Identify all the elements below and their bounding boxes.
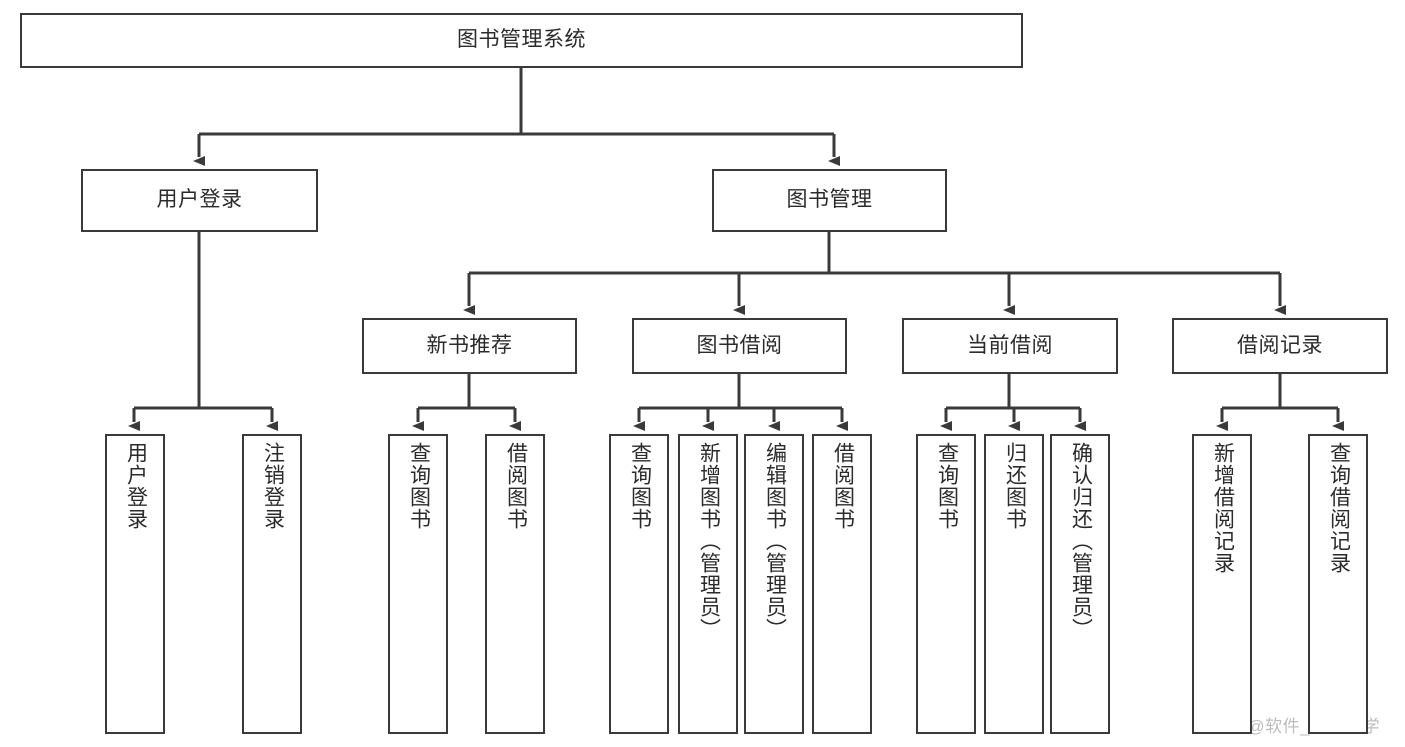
leaf-edit-book-admin[interactable]: 编辑图书（管理员）: [744, 434, 804, 734]
leaf-query-book-borrow[interactable]: 查询图书: [609, 434, 669, 734]
leaf-user-login[interactable]: 用户登录: [105, 434, 165, 734]
leaf-add-borrow-record[interactable]: 新增借阅记录: [1192, 434, 1252, 734]
leaf-query-book-current[interactable]: 查询图书: [916, 434, 976, 734]
leaf-edit-book-admin-label: 编辑图书（管理员）: [763, 442, 787, 640]
leaf-borrow-book-label: 借阅图书: [831, 442, 855, 530]
leaf-add-book-admin[interactable]: 新增图书（管理员）: [678, 434, 738, 734]
node-new-book-recommendation-label: 新书推荐: [426, 333, 513, 357]
leaf-query-book-current-label: 查询图书: [935, 442, 959, 530]
leaf-return-book-label: 归还图书: [1003, 442, 1027, 530]
leaf-logout-label: 注销登录: [261, 442, 285, 530]
node-book-management[interactable]: 图书管理: [712, 169, 947, 232]
leaf-query-book-rec-label: 查询图书: [407, 442, 431, 530]
leaf-confirm-return-admin-label: 确认归还（管理员）: [1069, 442, 1093, 640]
node-current-borrow-label: 当前借阅: [967, 333, 1053, 357]
leaf-borrow-book-rec-label: 借阅图书: [504, 442, 528, 530]
leaf-borrow-book-rec[interactable]: 借阅图书: [485, 434, 545, 734]
node-borrow-record-label: 借阅记录: [1237, 333, 1323, 357]
node-root[interactable]: 图书管理系统: [20, 13, 1023, 68]
leaf-logout[interactable]: 注销登录: [242, 434, 302, 734]
leaf-query-book-rec[interactable]: 查询图书: [388, 434, 448, 734]
leaf-return-book[interactable]: 归还图书: [984, 434, 1044, 734]
node-book-borrow-label: 图书借阅: [696, 333, 783, 357]
node-book-management-label: 图书管理: [786, 188, 873, 212]
leaf-user-login-label: 用户登录: [124, 442, 148, 530]
leaf-confirm-return-admin[interactable]: 确认归还（管理员）: [1050, 434, 1110, 734]
leaf-add-borrow-record-label: 新增借阅记录: [1211, 442, 1235, 574]
node-current-borrow[interactable]: 当前借阅: [902, 318, 1118, 374]
node-borrow-record[interactable]: 借阅记录: [1172, 318, 1388, 374]
node-user-login-label: 用户登录: [156, 188, 243, 212]
node-user-login[interactable]: 用户登录: [81, 169, 318, 232]
leaf-borrow-book[interactable]: 借阅图书: [812, 434, 872, 734]
node-new-book-recommendation[interactable]: 新书推荐: [362, 318, 577, 374]
leaf-query-borrow-record-label: 查询借阅记录: [1327, 442, 1351, 574]
leaf-query-borrow-record[interactable]: 查询借阅记录: [1308, 434, 1368, 734]
node-root-label: 图书管理系统: [457, 28, 586, 52]
leaf-add-book-admin-label: 新增图书（管理员）: [697, 442, 721, 640]
node-book-borrow[interactable]: 图书借阅: [632, 318, 847, 374]
leaf-query-book-borrow-label: 查询图书: [628, 442, 652, 530]
